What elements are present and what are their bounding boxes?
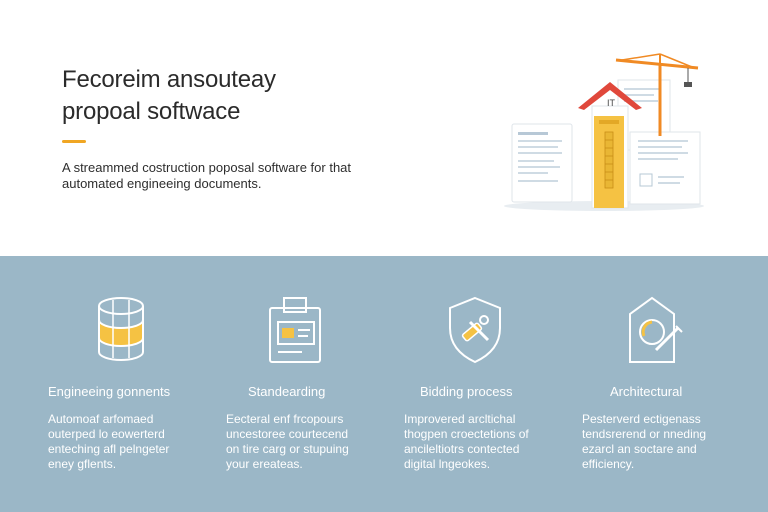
hero-subtitle-line2: automated engineeing documents. (62, 176, 262, 191)
document-edit-icon (629, 296, 683, 363)
feature-desc-line: Improvered arcltichal (404, 412, 516, 426)
feature-desc-line: uncestoree courtecend (226, 427, 349, 441)
feature-desc-line: Pesterverd ectigenass (582, 412, 701, 426)
shield-tools-icon (449, 296, 501, 364)
feature-desc-line: efficiency. (582, 457, 635, 471)
feature-desc-line: on tire carg or stupuing (226, 442, 349, 456)
hero-title-line2: propoal softwace (62, 98, 241, 125)
feature-title: Bidding process (420, 384, 513, 399)
feature-description: Improvered arcltichal thogpen croectetio… (404, 412, 584, 472)
feature-desc-line: Automoaf arfomaed (48, 412, 154, 426)
feature-desc-line: tendsrerend or nneding (582, 427, 707, 441)
feature-desc-line: ancileltiotrs contected (404, 442, 520, 456)
hero-subtitle-line1: A streammed costruction poposal software… (62, 160, 352, 175)
feature-title: Architectural (610, 384, 683, 399)
accent-divider (62, 140, 86, 143)
crane-icon (615, 53, 699, 136)
feature-description: Eecteral enf frcopours uncestoree courte… (226, 412, 406, 472)
feature-desc-line: digital lngeokes. (404, 457, 491, 471)
feature-description: Pesterverd ectigenass tendsrerend or nne… (582, 412, 762, 472)
feature-title: Standearding (248, 384, 326, 399)
hero-title: Fecoreim ansouteay propoal softwace (62, 64, 392, 128)
building-label: IT (607, 98, 616, 108)
construction-illustration: IT (504, 53, 704, 211)
feature-desc-line: thogpen croectetions of (404, 427, 529, 441)
feature-description: Automoaf arfomaed outerped lo eowerterd … (48, 412, 228, 472)
hero-subtitle: A streammed costruction poposal software… (62, 160, 392, 192)
feature-desc-line: outerped lo eowerterd (48, 427, 165, 441)
left-document-icon (511, 123, 573, 203)
feature-desc-line: eney gflents. (48, 457, 117, 471)
feature-desc-line: your ereateas. (226, 457, 303, 471)
feature-desc-line: enteching afl pelngeter (48, 442, 170, 456)
feature-title: Engineeing gonnents (48, 384, 171, 399)
id-card-icon (269, 297, 321, 363)
database-icon (98, 297, 144, 361)
feature-desc-line: Eecteral enf frcopours (226, 412, 344, 426)
features-section: Engineeing gonnents Automoaf arfomaed ou… (0, 256, 768, 512)
hero-section: Fecoreim ansouteay propoal softwace A st… (62, 53, 704, 211)
hero-title-line1: Fecoreim ansouteay (62, 66, 276, 93)
feature-desc-line: ezarcl an soctare and (582, 442, 697, 456)
house-building-icon: IT (578, 82, 642, 209)
